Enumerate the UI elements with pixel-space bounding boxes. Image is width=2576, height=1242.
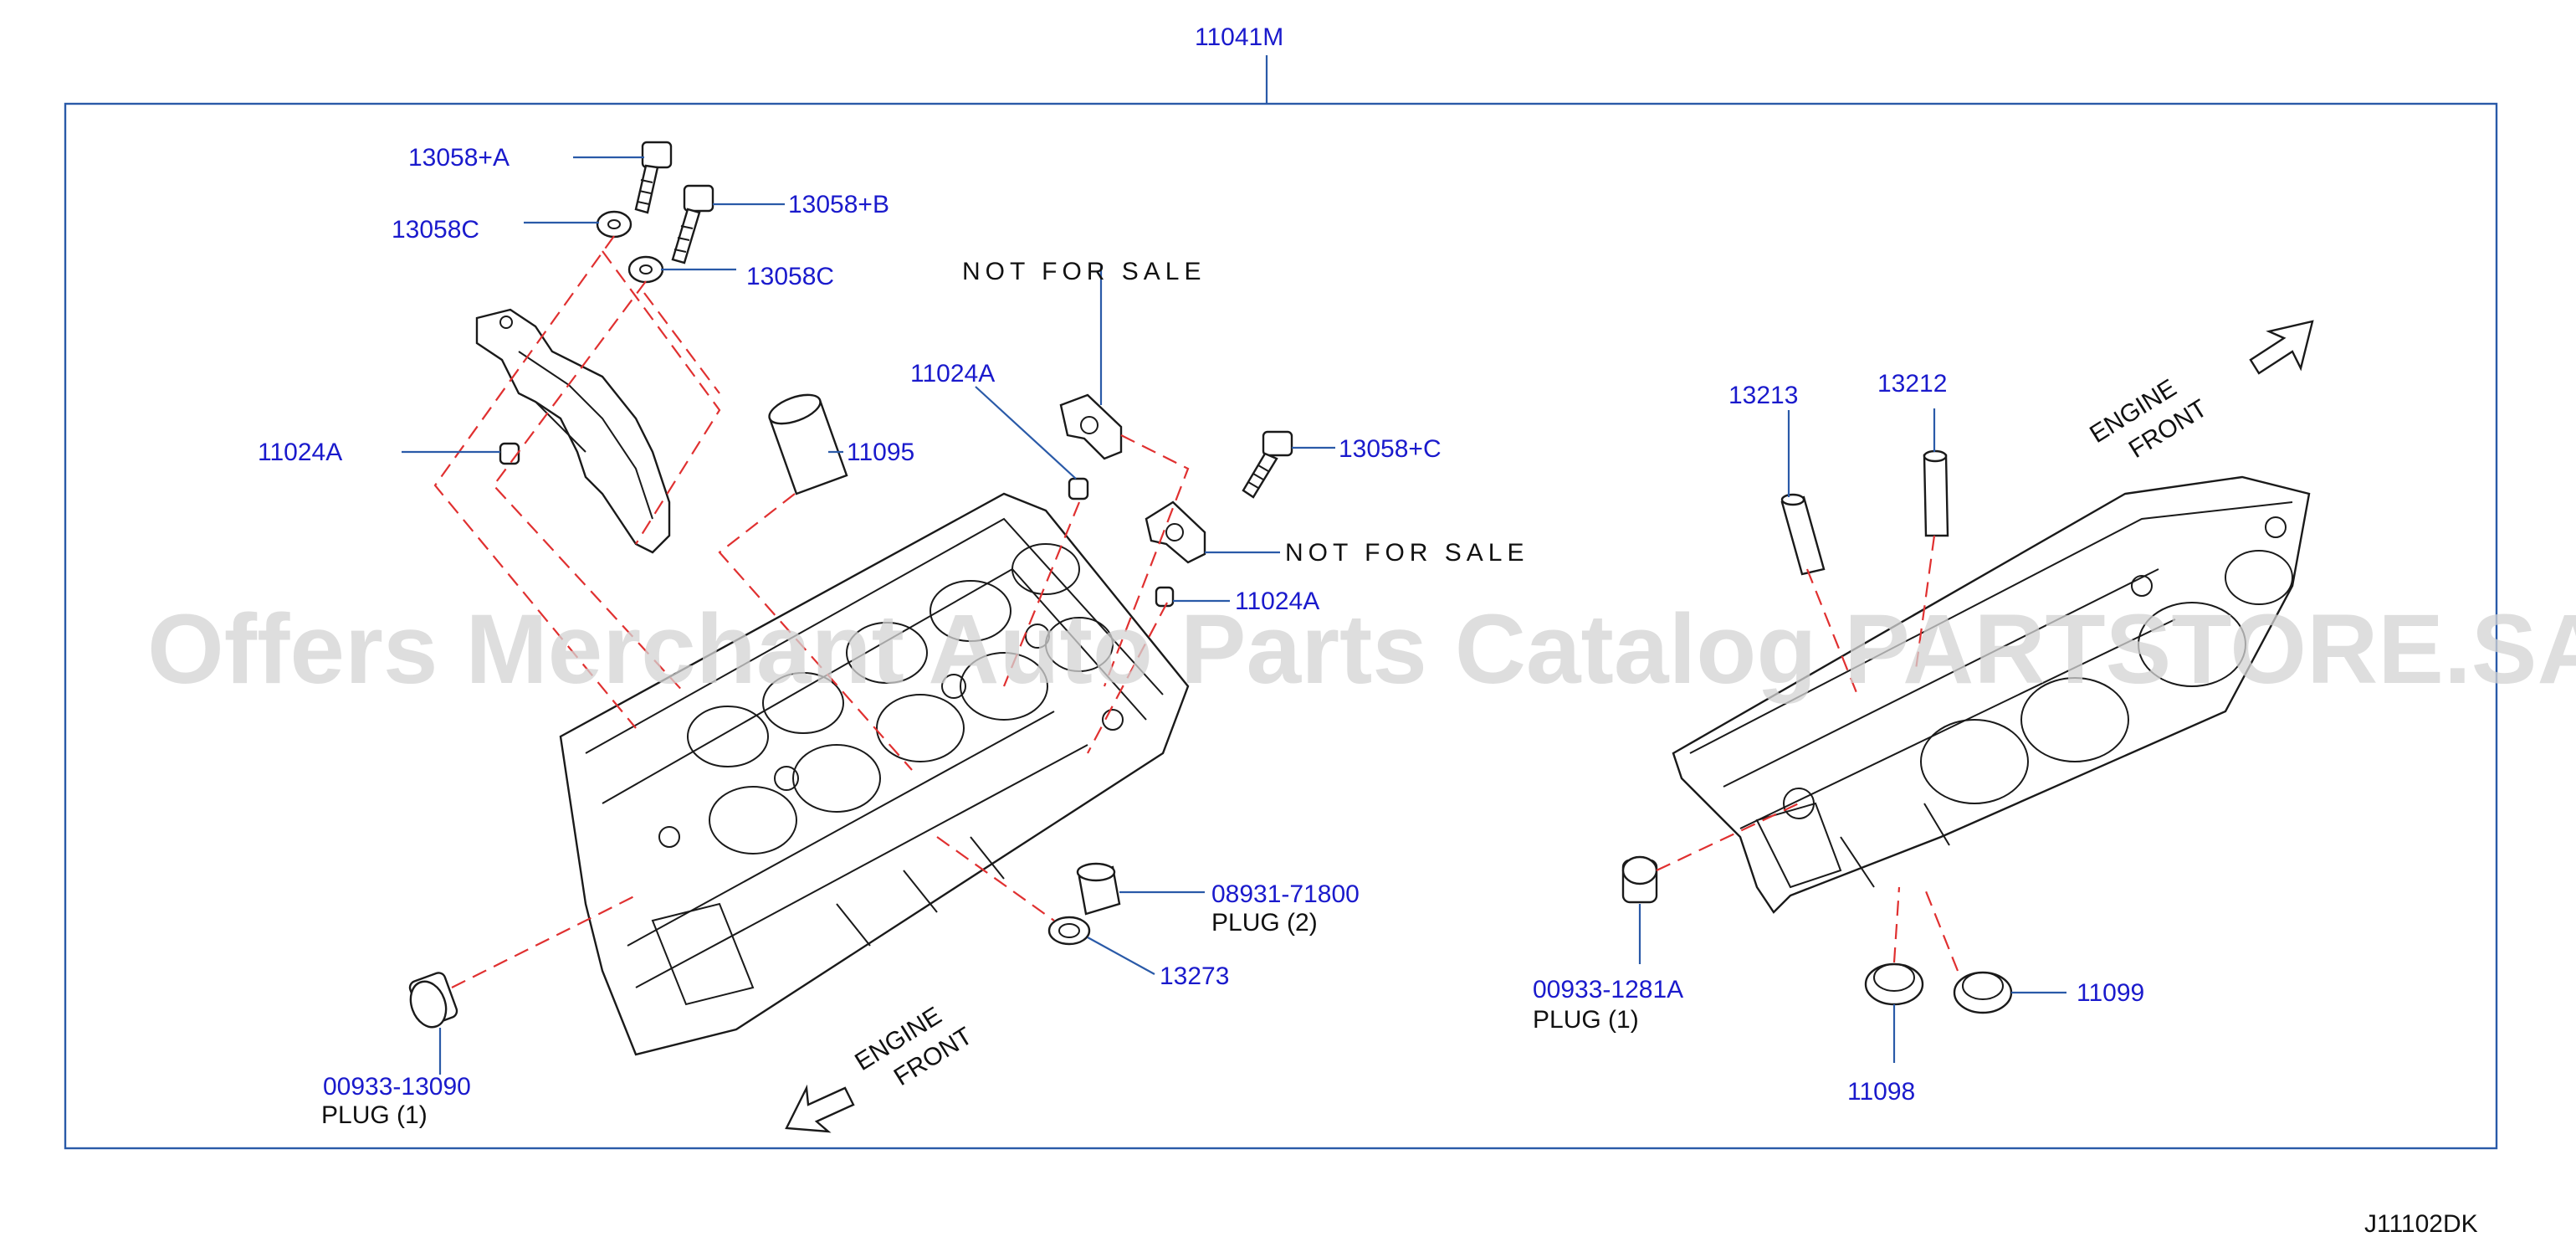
callout-00933-1281a[interactable]: 00933-1281A: [1533, 976, 1683, 1003]
callout-08931-71800[interactable]: 08931-71800: [1211, 880, 1360, 908]
callout-13058c-1[interactable]: 13058C: [392, 216, 479, 244]
callout-11024a-2[interactable]: 11024A: [258, 439, 342, 466]
left-cylinder-head: [559, 492, 1190, 1056]
callout-plug-1-right: PLUG (1): [1533, 1006, 1639, 1034]
dowel-11024a-left: [499, 442, 520, 465]
right-assembly-lines: [1656, 535, 1959, 972]
callout-plug-2: PLUG (2): [1211, 909, 1318, 937]
gasket-13273: [1047, 916, 1091, 946]
valve-guide-13213: [1780, 493, 1826, 576]
engine-front-arrow-right: [2249, 320, 2314, 375]
bolt-13058a: [634, 141, 673, 214]
callout-00933-13090[interactable]: 00933-13090: [323, 1073, 471, 1101]
washer-13058c-1: [596, 210, 632, 239]
callout-11024a-1[interactable]: 11024A: [910, 360, 995, 387]
left-head-ports: [658, 543, 1124, 855]
right-leader-lines: [1638, 408, 2066, 1063]
washer-13058c-2: [627, 255, 664, 284]
left-assembly-lines: [433, 235, 1190, 988]
bolt-13058b: [671, 184, 714, 264]
callout-plug-1-left: PLUG (1): [321, 1101, 428, 1129]
callout-11099[interactable]: 11099: [2077, 979, 2144, 1007]
frame-label[interactable]: 11041M: [1195, 23, 1283, 51]
right-cylinder-head: [1672, 475, 2311, 914]
callout-not-for-sale-1[interactable]: NOT FOR SALE: [962, 258, 1206, 285]
engine-front-label-right: ENGINE FRONT: [2085, 374, 2212, 464]
callout-11095[interactable]: 11095: [847, 439, 914, 466]
callout-13273[interactable]: 13273: [1160, 962, 1229, 990]
callout-13058b[interactable]: 13058+B: [788, 191, 889, 218]
callout-13058a[interactable]: 13058+A: [408, 144, 510, 172]
left-leader-lines: [402, 156, 1335, 1075]
assembly-frame: [64, 102, 2498, 1150]
watermark-text: Offers Merchant Auto Parts Catalog PARTS…: [147, 594, 2576, 705]
callout-13058c[interactable]: 13058+C: [1339, 435, 1442, 463]
diagram-code: J11102DK: [2364, 1210, 2478, 1238]
cam-bracket: [475, 308, 671, 554]
callout-11024a-3[interactable]: 11024A: [1235, 588, 1319, 615]
callout-13213[interactable]: 13213: [1728, 382, 1798, 409]
engine-front-arrow-left: [785, 1084, 855, 1133]
callout-13058c-2[interactable]: 13058C: [746, 263, 834, 290]
plug-00933-1281a: [1621, 855, 1658, 904]
sleeve-11095: [768, 393, 848, 495]
bracket-not-for-sale-lower: [1145, 500, 1206, 564]
engine-front-label-left: ENGINE FRONT: [850, 1002, 977, 1091]
plug-08931-71800: [1076, 862, 1121, 916]
callout-13212[interactable]: 13212: [1877, 370, 1947, 398]
callout-11098[interactable]: 11098: [1847, 1078, 1915, 1106]
seal-11098: [1864, 962, 1924, 1006]
plug-00933-13090: [408, 972, 458, 1029]
right-head-ports: [1783, 516, 2293, 819]
dowel-11024a-upper: [1068, 477, 1089, 500]
bracket-not-for-sale-upper: [1059, 393, 1123, 460]
bolt-13058c: [1242, 430, 1293, 499]
seal-11099: [1953, 971, 2013, 1014]
callout-not-for-sale-2[interactable]: NOT FOR SALE: [1285, 539, 1529, 567]
valve-guide-13212: [1923, 449, 1949, 537]
